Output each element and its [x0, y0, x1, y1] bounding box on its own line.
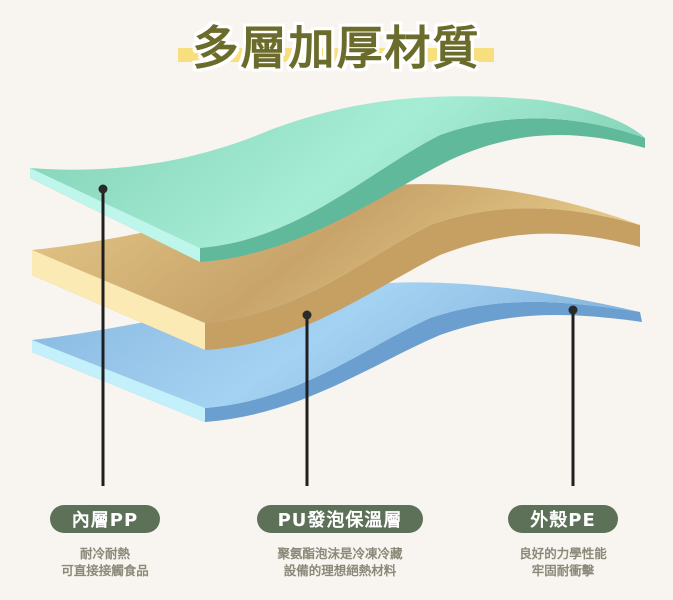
desc-line: 設備的理想絕熱材料 [283, 563, 397, 578]
desc-outer-pe: 良好的力學性能 牢固耐衝擊 [488, 545, 638, 579]
leader-line-pu [302, 310, 312, 486]
desc-inner-pp: 耐冷耐熱 可直接接觸食品 [30, 545, 180, 579]
label-pill-inner-pp: 內層PP [50, 505, 160, 533]
label-pill-pu-foam: PU發泡保溫層 [257, 505, 423, 533]
layer-middle-pu [32, 184, 640, 350]
desc-line: 可直接接觸食品 [61, 563, 149, 578]
leader-line-pp [98, 184, 108, 486]
layer-bottom-pe [32, 282, 642, 422]
page-title: 多層加厚材質 [192, 21, 481, 75]
title-highlight-bar [178, 48, 494, 62]
desc-line: 耐冷耐熱 [79, 546, 130, 561]
desc-line: 牢固耐衝擊 [531, 563, 595, 578]
label-pill-outer-pe: 外殼PE [508, 505, 618, 533]
desc-line: 良好的力學性能 [519, 546, 607, 561]
layer-top-pp [30, 96, 645, 262]
title-container: 多層加厚材質 [0, 12, 673, 78]
leader-line-pe [568, 305, 578, 486]
desc-pu-foam: 聚氨酯泡沫是冷凍冷藏 設備的理想絕熱材料 [240, 545, 440, 579]
desc-line: 聚氨酯泡沫是冷凍冷藏 [277, 546, 403, 561]
